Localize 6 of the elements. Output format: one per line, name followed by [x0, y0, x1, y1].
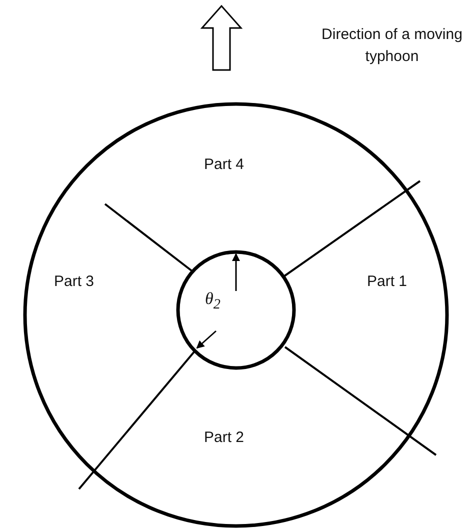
part-label: Part 1	[367, 272, 408, 292]
part-label: Part 3	[54, 272, 94, 292]
part-label: Part 4	[204, 155, 244, 175]
angle-label: θ$_{2}$	[205, 288, 220, 314]
part-label: Part 2	[204, 428, 244, 448]
caption-text: Direction of a moving typhoon	[320, 25, 464, 67]
